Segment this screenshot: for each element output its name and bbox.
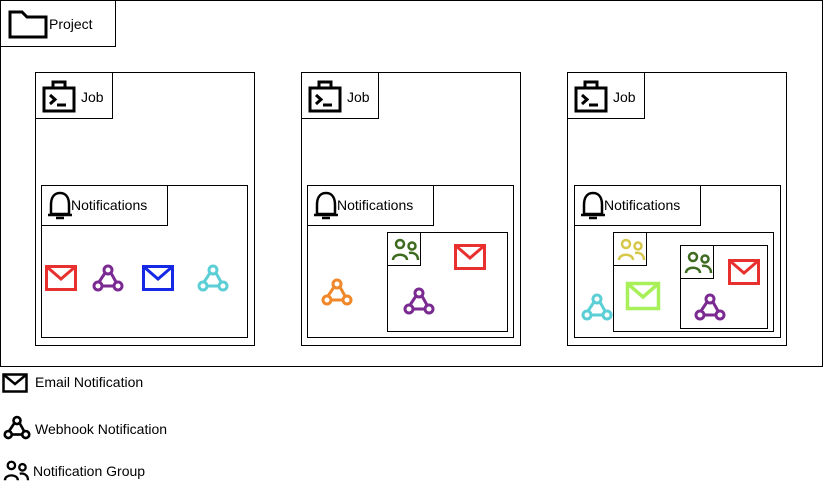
job-label: Job bbox=[347, 89, 370, 105]
job-header-3: Job bbox=[567, 72, 645, 119]
job-container-2 bbox=[301, 72, 521, 346]
notifications-header-2: Notifications bbox=[307, 185, 434, 226]
notification-group-box bbox=[680, 245, 768, 329]
notifications-label: Notifications bbox=[604, 197, 681, 213]
notification-group-header bbox=[387, 232, 421, 266]
job-label: Job bbox=[613, 89, 636, 105]
project-header: Project bbox=[0, 0, 116, 47]
bell-icon bbox=[314, 191, 338, 220]
legend-webhook-label: Webhook Notification bbox=[35, 421, 168, 437]
email-icon bbox=[454, 244, 486, 270]
notification-group-box bbox=[613, 232, 774, 332]
job-terminal-icon bbox=[308, 80, 342, 113]
legend-email-label: Email Notification bbox=[35, 374, 144, 390]
group-icon bbox=[391, 238, 420, 261]
webhook-icon bbox=[197, 264, 229, 292]
legend-group-label: Notification Group bbox=[33, 463, 146, 479]
notifications-label: Notifications bbox=[71, 197, 148, 213]
project-label: Project bbox=[49, 16, 93, 32]
email-icon bbox=[728, 259, 760, 285]
notification-group-header bbox=[680, 245, 714, 279]
webhook-icon bbox=[403, 287, 435, 315]
group-icon bbox=[3, 460, 30, 481]
notifications-label: Notifications bbox=[337, 197, 414, 213]
webhook-icon bbox=[581, 293, 613, 321]
bell-icon bbox=[581, 191, 605, 220]
email-icon bbox=[45, 265, 77, 291]
folder-icon bbox=[8, 10, 48, 39]
notifications-header-1: Notifications bbox=[41, 185, 168, 226]
job-label: Job bbox=[81, 89, 104, 105]
job-container-1 bbox=[35, 72, 255, 346]
job-container-3 bbox=[567, 72, 787, 346]
email-icon bbox=[142, 265, 174, 291]
job-terminal-icon bbox=[574, 80, 608, 113]
group-icon bbox=[617, 238, 646, 261]
job-header-2: Job bbox=[301, 72, 379, 119]
webhook-icon bbox=[321, 278, 353, 306]
notification-group-header bbox=[613, 232, 647, 266]
webhook-icon bbox=[92, 264, 124, 292]
email-icon bbox=[2, 373, 28, 393]
notifications-header-3: Notifications bbox=[574, 185, 701, 226]
legend: Email Notification Webhook Notification … bbox=[0, 370, 260, 490]
webhook-icon bbox=[694, 293, 726, 321]
group-icon bbox=[684, 251, 713, 274]
webhook-icon bbox=[3, 415, 31, 440]
job-terminal-icon bbox=[42, 80, 76, 113]
email-icon bbox=[625, 281, 661, 311]
job-header-1: Job bbox=[35, 72, 113, 119]
notification-group-box bbox=[387, 232, 508, 332]
bell-icon bbox=[48, 191, 72, 220]
